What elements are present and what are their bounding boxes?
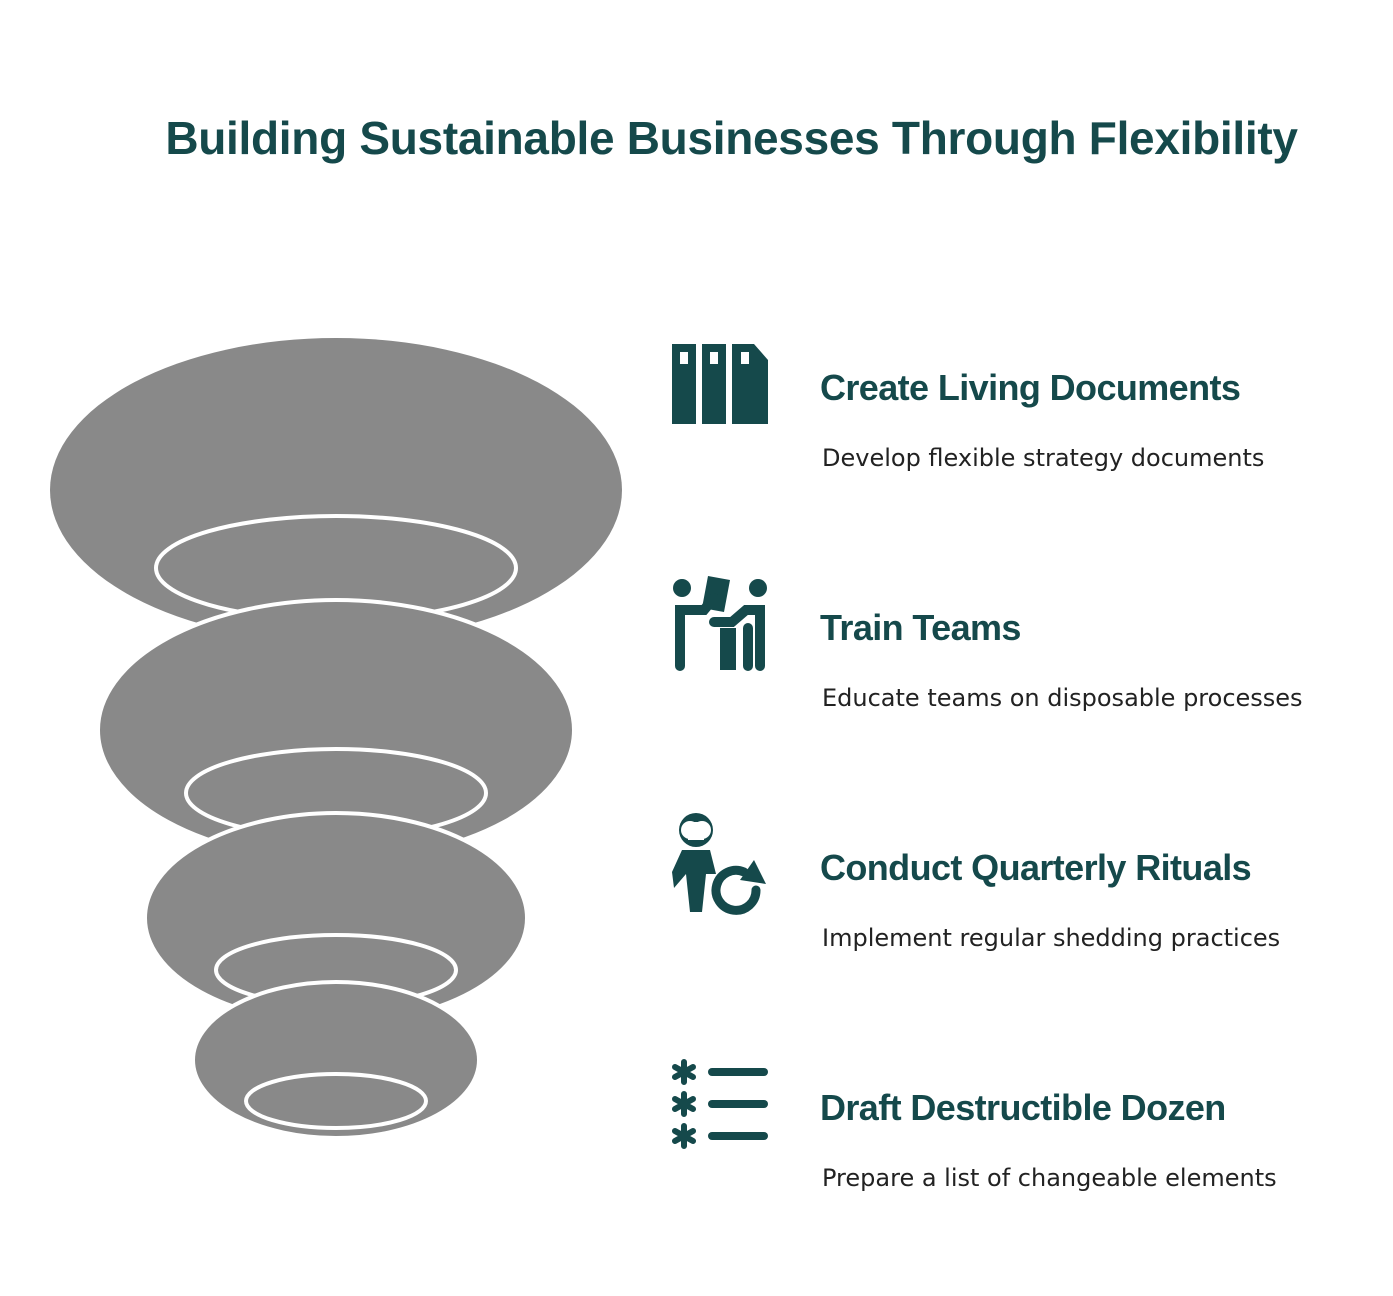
asterisk-list-icon [672, 1059, 768, 1149]
page-title: Building Sustainable Businesses Through … [165, 112, 1298, 164]
step-heading-conduct-quarterly-rituals: Conduct Quarterly Rituals [820, 847, 1252, 888]
step-heading-create-living-documents: Create Living Documents [820, 367, 1241, 408]
step-heading-train-teams: Train Teams [820, 607, 1021, 648]
step-description-draft-destructible-dozen: Prepare a list of changeable elements [822, 1164, 1277, 1192]
funnel-ring-4 [244, 1072, 428, 1130]
step-description-create-living-documents: Develop flexible strategy documents [822, 444, 1265, 472]
step-description-train-teams: Educate teams on disposable processes [822, 684, 1303, 712]
funnel-diagram [50, 338, 622, 1140]
team-training-icon [673, 576, 767, 671]
person-cycle-icon [672, 813, 766, 915]
step-heading-draft-destructible-dozen: Draft Destructible Dozen [820, 1087, 1226, 1128]
documents-icon [672, 344, 768, 424]
funnel-layer-4 [191, 980, 481, 1140]
funnel-layer-1 [50, 338, 622, 642]
step-description-conduct-quarterly-rituals: Implement regular shedding practices [822, 924, 1281, 952]
